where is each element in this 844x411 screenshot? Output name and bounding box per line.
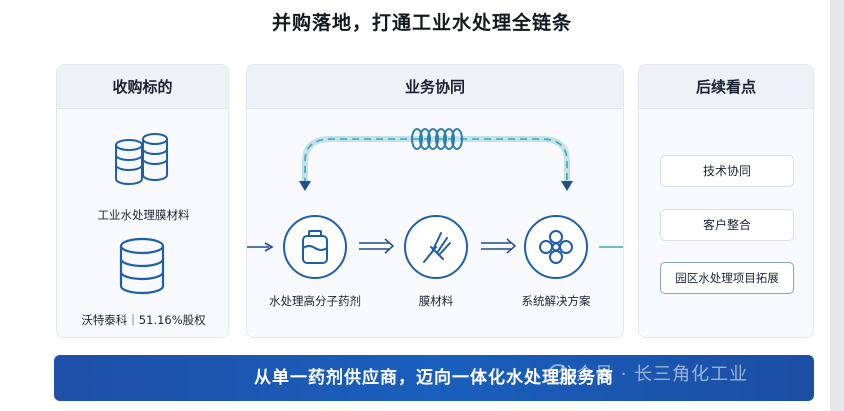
- tech-synergy-item: 技术协同: [660, 155, 794, 187]
- business-synergy-header: 业务协同: [247, 65, 623, 109]
- polymer-chemical-label: 水处理高分子药剂: [269, 294, 361, 308]
- business-synergy-panel: 业务协同: [246, 64, 624, 338]
- acquisition-target-header: 收购标的: [57, 65, 228, 109]
- wechat-icon: [548, 364, 568, 384]
- right-edge-strip: [830, 0, 844, 411]
- solution-node: [524, 215, 588, 279]
- synergy-flow-diagram: [247, 128, 623, 254]
- acquisition-target-panel: 收购标的 工业水处理膜材料 沃特泰科｜51.16%股权: [56, 64, 229, 338]
- database-stack-icon: [119, 237, 165, 295]
- chemical-container-icon: [302, 230, 328, 264]
- membrane-rolls-icon: [115, 133, 168, 185]
- customer-integration-item: 客户整合: [660, 209, 794, 241]
- park-water-project-item: 园区水处理项目拓展: [660, 262, 794, 294]
- follow-up-panel: 后续看点 技术协同 客户整合 园区水处理项目拓展: [638, 64, 814, 338]
- conclusion-banner: 从单一药剂供应商，迈向一体化水处理服务商: [54, 355, 814, 401]
- watermark: 公众号 · 长三角化工业: [557, 364, 749, 385]
- system-solution-label: 系统解决方案: [521, 294, 591, 308]
- membrane-node-label: 膜材料: [418, 294, 454, 308]
- conclusion-text: 从单一药剂供应商，迈向一体化水处理服务商: [254, 368, 614, 388]
- membrane-filter-icon: [423, 232, 451, 263]
- follow-up-header: 后续看点: [639, 65, 813, 109]
- woteitaike-equity-label: 沃特泰科｜51.16%股权: [81, 313, 206, 327]
- fan-system-icon: [539, 230, 573, 264]
- membrane-material-label: 工业水处理膜材料: [97, 208, 190, 222]
- page-title: 并购落地，打通工业水处理全链条: [271, 12, 572, 34]
